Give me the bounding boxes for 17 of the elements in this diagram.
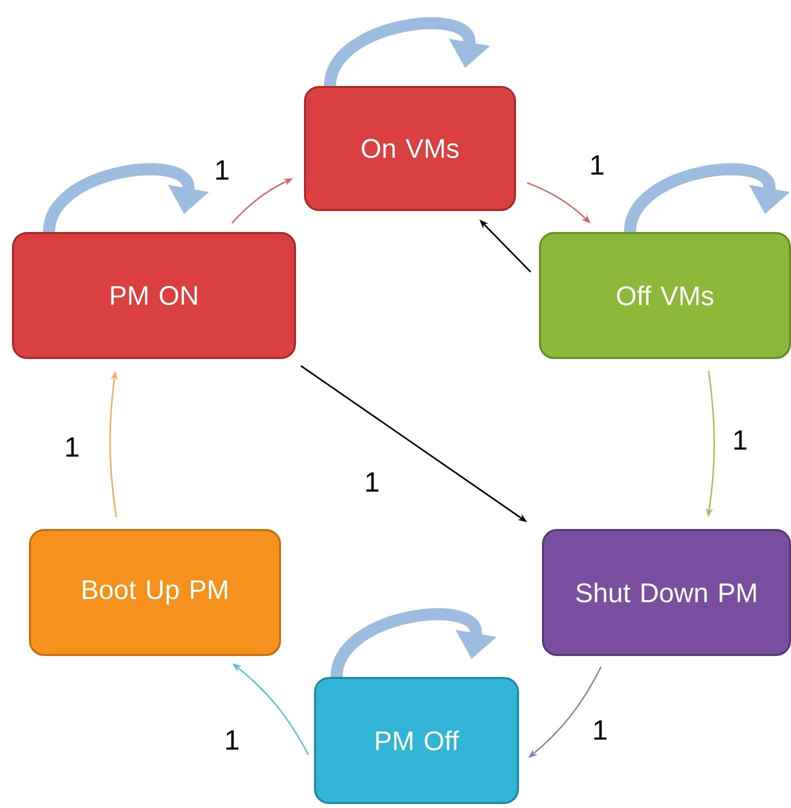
state-box: Shut Down PM (542, 529, 791, 656)
state-box: Off VMs (539, 232, 791, 359)
edge-label: 1 (66, 437, 78, 457)
edge-label: 1 (594, 720, 606, 740)
loop-arrow (43, 163, 210, 234)
edge-label: 1 (591, 155, 604, 175)
state-box: PM ON (12, 232, 296, 359)
loop-arrow (330, 608, 497, 678)
loop-arrow (624, 163, 790, 234)
edge-label: 1 (226, 730, 238, 750)
edge-label: 1 (366, 472, 378, 492)
state-box: On VMs (304, 86, 516, 211)
state-box: PM Off (314, 677, 519, 804)
edge-label: 1 (216, 160, 228, 180)
loop-arrow (324, 17, 490, 88)
edge-label: 1 (734, 430, 746, 450)
state-box: Boot Up PM (29, 529, 281, 656)
